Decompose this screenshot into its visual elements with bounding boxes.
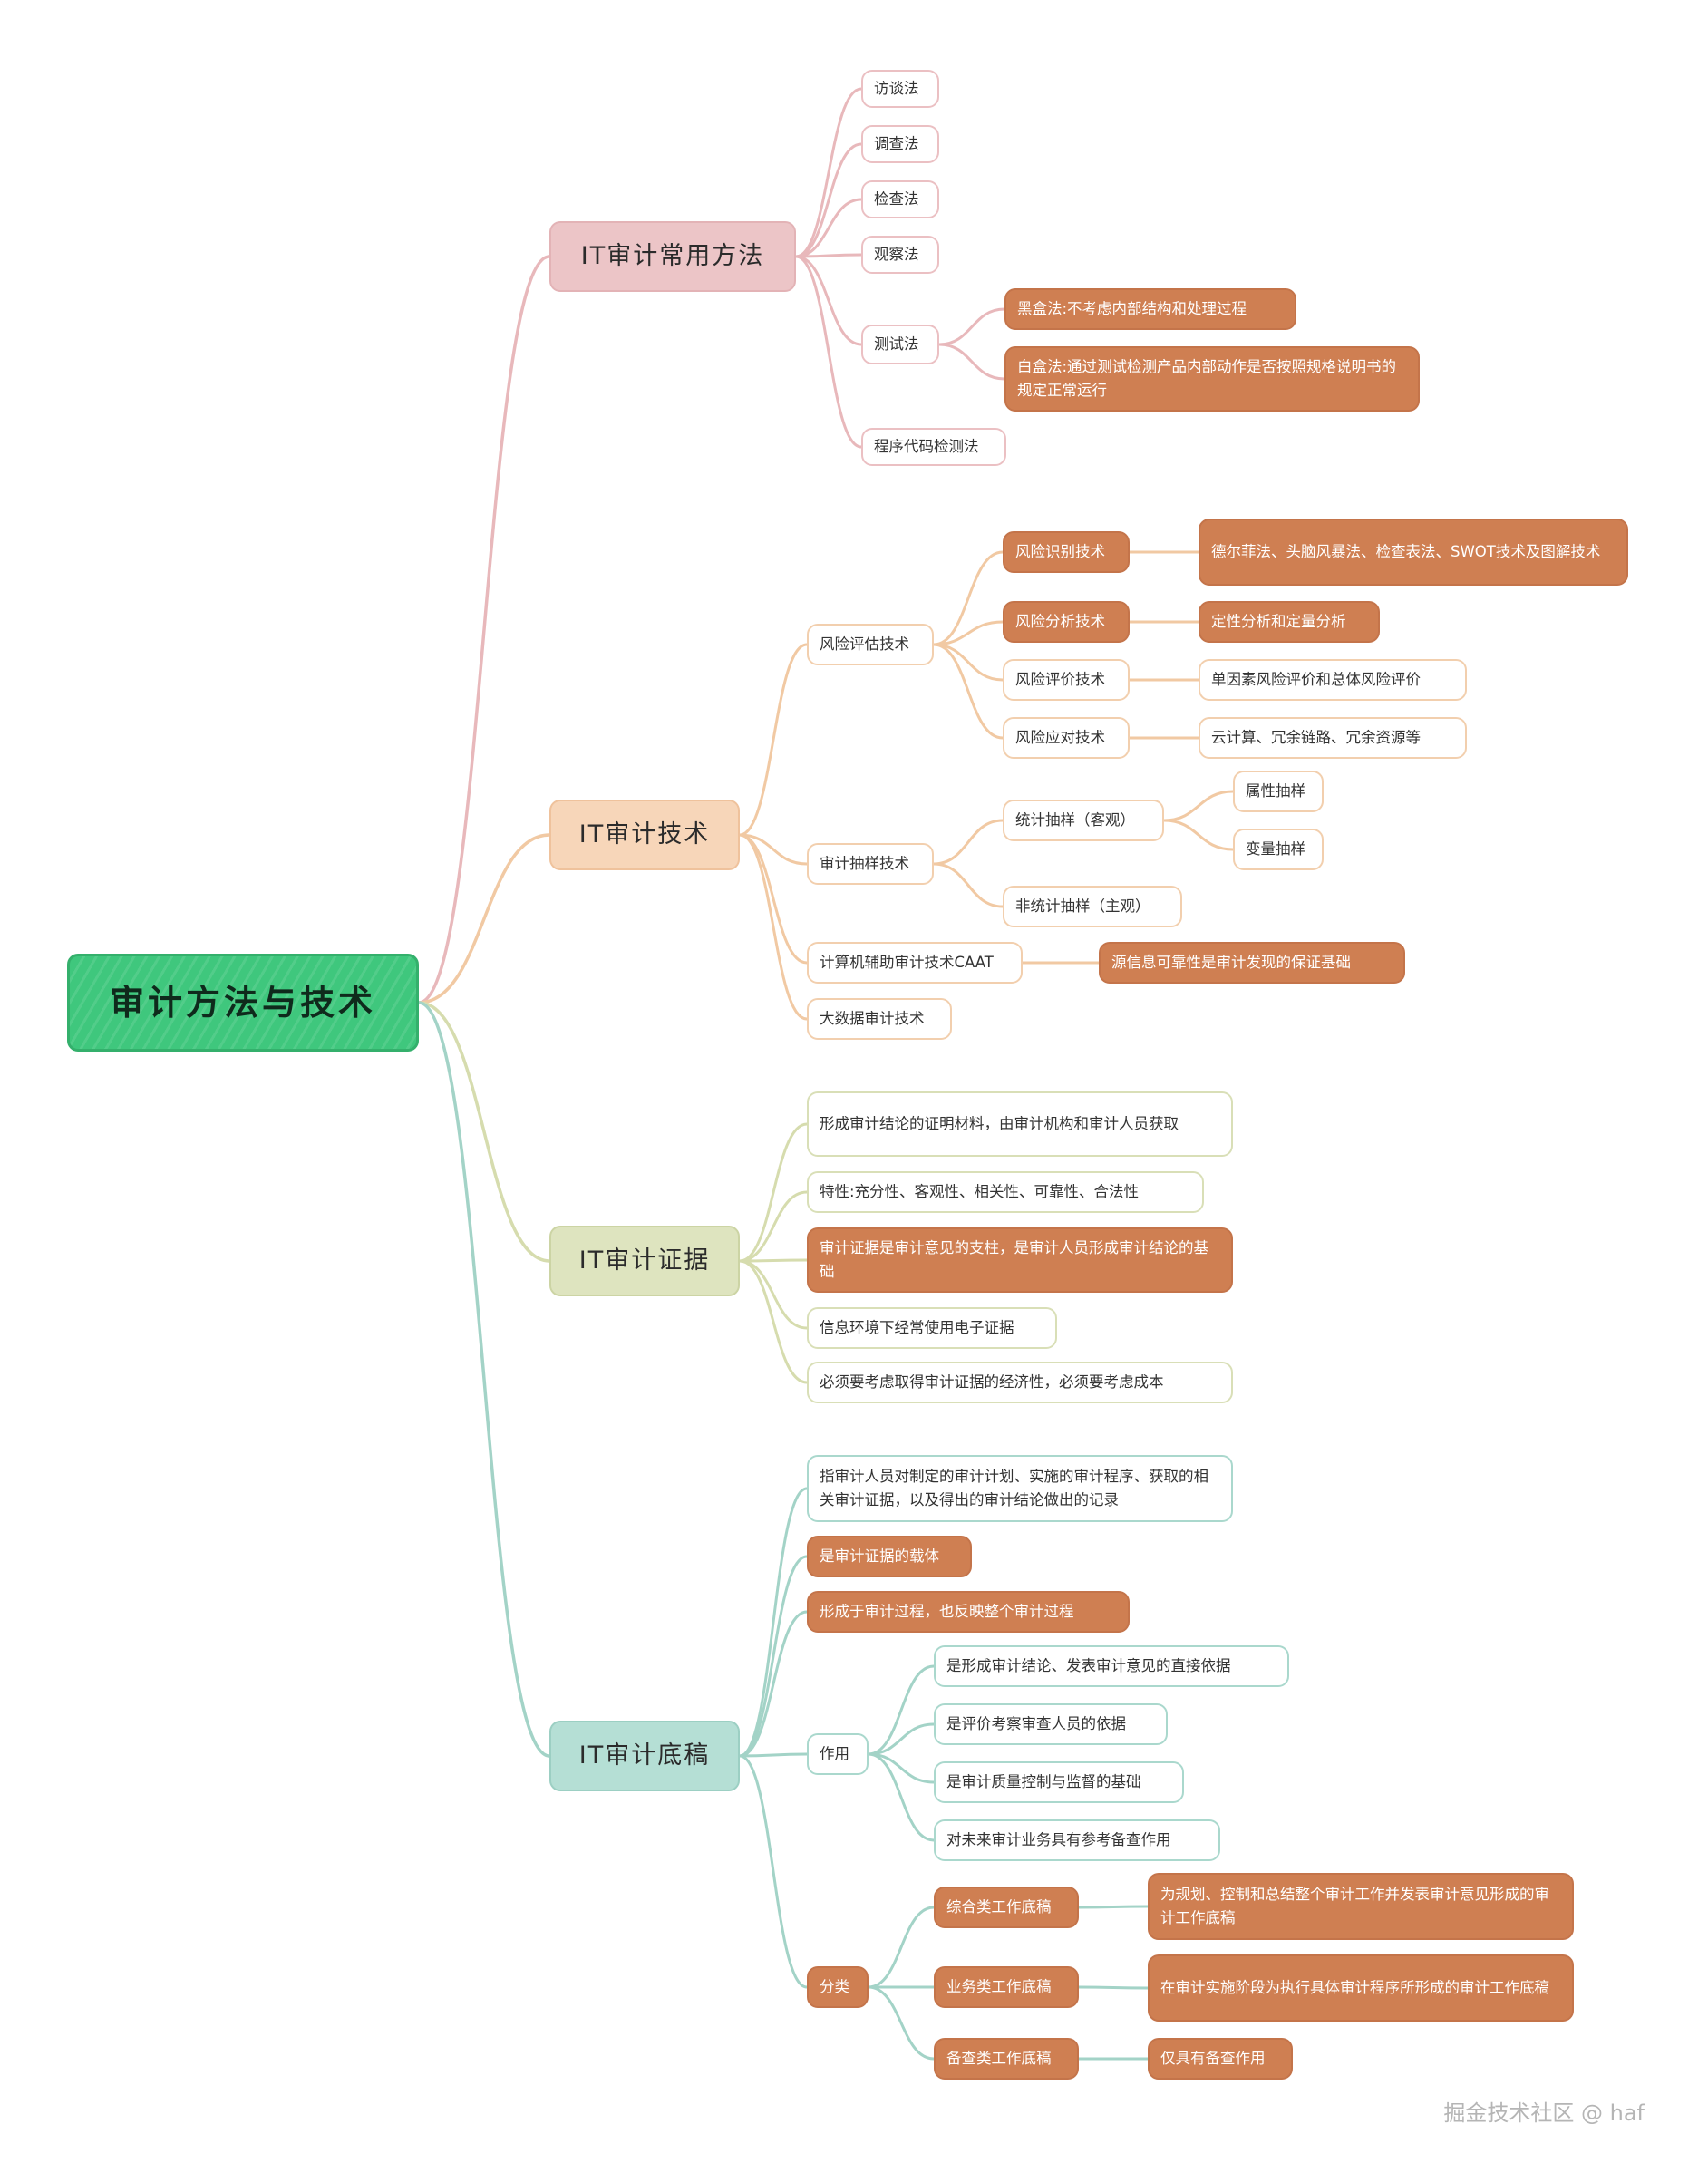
connector-wp-cat	[738, 1754, 809, 1989]
risk-assessment-technique[interactable]: 风险评估技术	[807, 624, 934, 665]
attribute-sampling[interactable]: 属性抽样	[1233, 771, 1324, 812]
big-data-audit-technique[interactable]: 大数据审计技术	[807, 998, 952, 1040]
connector-c1-cd1	[1077, 1985, 1150, 1990]
workpaper-carrier[interactable]: 是审计证据的载体	[807, 1536, 972, 1577]
connector-evi-e0	[738, 1122, 809, 1263]
connector-role-r3	[867, 1752, 936, 1842]
connector-wp-w2	[738, 1610, 809, 1758]
connector-root-tech	[417, 833, 551, 1004]
connector-tech-sa	[738, 833, 809, 866]
risk-analysis[interactable]: 风险分析技术	[1003, 601, 1130, 643]
evidence-economy[interactable]: 必须要考虑取得审计证据的经济性，必须要考虑成本	[807, 1362, 1233, 1403]
connector-tech-ra	[738, 643, 809, 837]
connector-evi-e4	[738, 1259, 809, 1384]
statistical-sampling[interactable]: 统计抽样（客观）	[1003, 800, 1164, 841]
connector-st-st1	[1162, 819, 1235, 851]
category-business[interactable]: 业务类工作底稿	[934, 1966, 1079, 2008]
connector-methods-m3	[794, 253, 863, 258]
caat-technique[interactable]: 计算机辅助审计技术CAAT	[807, 942, 1023, 984]
evidence-characteristics[interactable]: 特性:充分性、客观性、相关性、可靠性、合法性	[807, 1171, 1204, 1213]
root-topic[interactable]: 审计方法与技术	[67, 954, 419, 1052]
method-testing[interactable]: 测试法	[861, 325, 939, 364]
connector-role-r2	[867, 1752, 936, 1784]
connector-ra-ra2	[932, 643, 1004, 682]
non-statistical-sampling[interactable]: 非统计抽样（主观）	[1003, 886, 1182, 927]
risk-response[interactable]: 风险应对技术	[1003, 717, 1130, 759]
method-observation[interactable]: 观察法	[861, 236, 939, 274]
connector-ra-ra3	[932, 643, 1004, 740]
connector-st-st0	[1162, 790, 1235, 822]
category-comprehensive-detail[interactable]: 为规划、控制和总结整个审计工作并发表审计意见形成的审计工作底稿	[1148, 1873, 1574, 1940]
connector-methods-m0	[794, 87, 863, 258]
watermark: 掘金技术社区 @ haf	[1443, 2100, 1645, 2126]
connector-root-wp	[417, 1001, 551, 1758]
category-reference-detail[interactable]: 仅具有备查作用	[1148, 2038, 1293, 2080]
risk-identification[interactable]: 风险识别技术	[1003, 531, 1130, 573]
connector-c0-cd0	[1077, 1905, 1150, 1909]
workpaper-role[interactable]: 作用	[807, 1733, 869, 1775]
method-interview[interactable]: 访谈法	[861, 70, 939, 108]
branch-it-audit-techniques[interactable]: IT审计技术	[549, 800, 740, 870]
branch-it-audit-evidence[interactable]: IT审计证据	[549, 1226, 740, 1296]
connector-methods-m5	[794, 255, 863, 449]
branch-it-audit-workpapers[interactable]: IT审计底稿	[549, 1721, 740, 1791]
caat-detail[interactable]: 源信息可靠性是审计发现的保证基础	[1099, 942, 1405, 984]
connector-wp-w1	[738, 1555, 809, 1758]
connector-sa-ns	[932, 862, 1004, 908]
risk-response-detail[interactable]: 云计算、冗余链路、冗余资源等	[1199, 717, 1467, 759]
connector-role-r0	[867, 1664, 936, 1756]
connector-role-r1	[867, 1722, 936, 1756]
connector-wp-w0	[738, 1487, 809, 1758]
role-evaluate-reviewers[interactable]: 是评价考察审查人员的依据	[934, 1703, 1168, 1745]
connector-cat-c0	[867, 1906, 936, 1989]
connector-wp-role	[738, 1752, 809, 1758]
risk-evaluation-detail[interactable]: 单因素风险评价和总体风险评价	[1199, 659, 1467, 701]
connector-ra-ra0	[932, 550, 1004, 646]
connector-ra-ra1	[932, 620, 1004, 646]
connector-m4-t0	[937, 307, 1006, 346]
risk-analysis-detail[interactable]: 定性分析和定量分析	[1199, 601, 1380, 643]
evidence-pillar[interactable]: 审计证据是审计意见的支柱，是审计人员形成审计结论的基础	[807, 1227, 1233, 1293]
role-quality-control[interactable]: 是审计质量控制与监督的基础	[934, 1761, 1184, 1803]
connector-tech-caat	[738, 833, 809, 965]
white-box-detail[interactable]: 白盒法:通过测试检测产品内部动作是否按照规格说明书的规定正常运行	[1004, 346, 1420, 412]
connector-methods-m2	[794, 198, 863, 258]
connector-sa-st	[932, 819, 1004, 866]
risk-identification-detail[interactable]: 德尔菲法、头脑风暴法、检查表法、SWOT技术及图解技术	[1199, 519, 1628, 586]
workpaper-definition[interactable]: 指审计人员对制定的审计计划、实施的审计程序、获取的相关审计证据，以及得出的审计结…	[807, 1455, 1233, 1522]
connector-evi-e1	[738, 1190, 809, 1263]
method-survey[interactable]: 调查法	[861, 125, 939, 163]
connector-methods-m1	[794, 142, 863, 258]
category-reference[interactable]: 备查类工作底稿	[934, 2038, 1079, 2080]
connector-methods-m4	[794, 255, 863, 346]
method-code-check[interactable]: 程序代码检测法	[861, 428, 1006, 466]
connector-m4-t1	[937, 343, 1006, 381]
role-future-reference[interactable]: 对未来审计业务具有参考备查作用	[934, 1819, 1220, 1861]
risk-evaluation[interactable]: 风险评价技术	[1003, 659, 1130, 701]
workpaper-process[interactable]: 形成于审计过程，也反映整个审计过程	[807, 1591, 1130, 1633]
connector-cat-c2	[867, 1985, 936, 2061]
audit-sampling-technique[interactable]: 审计抽样技术	[807, 843, 934, 885]
connector-evi-e2	[738, 1258, 809, 1263]
category-business-detail[interactable]: 在审计实施阶段为执行具体审计程序所形成的审计工作底稿	[1148, 1954, 1574, 2022]
electronic-evidence[interactable]: 信息环境下经常使用电子证据	[807, 1307, 1057, 1349]
method-inspection[interactable]: 检查法	[861, 180, 939, 218]
category-comprehensive[interactable]: 综合类工作底稿	[934, 1887, 1079, 1928]
connector-tech-bd	[738, 833, 809, 1021]
role-basis-conclusion[interactable]: 是形成审计结论、发表审计意见的直接依据	[934, 1645, 1289, 1687]
branch-it-audit-methods[interactable]: IT审计常用方法	[549, 221, 796, 292]
connector-root-methods	[417, 255, 551, 1004]
black-box-detail[interactable]: 黑盒法:不考虑内部结构和处理过程	[1004, 288, 1296, 330]
workpaper-category[interactable]: 分类	[807, 1966, 869, 2008]
variable-sampling[interactable]: 变量抽样	[1233, 829, 1324, 870]
evidence-definition[interactable]: 形成审计结论的证明材料，由审计机构和审计人员获取	[807, 1091, 1233, 1157]
connector-root-evi	[417, 1001, 551, 1263]
